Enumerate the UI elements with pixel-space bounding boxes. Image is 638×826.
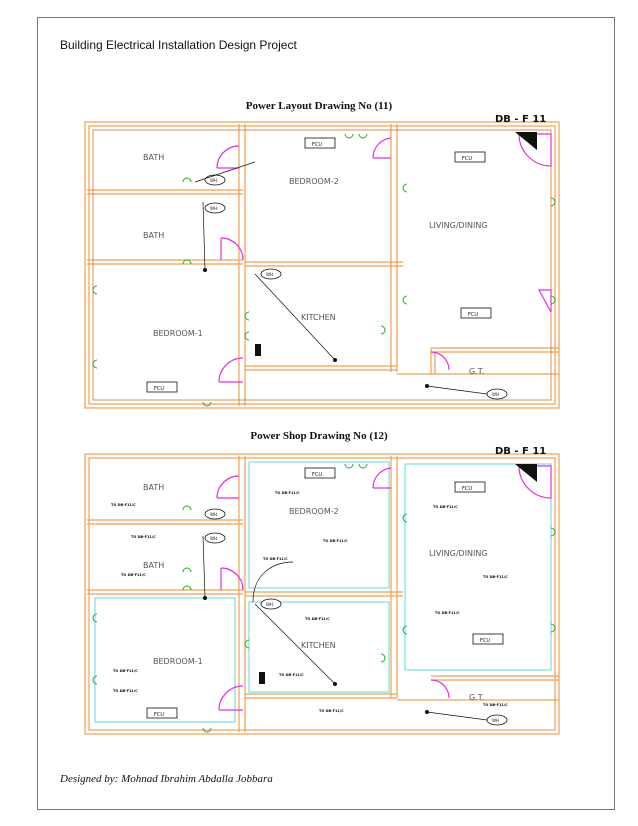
wh-label: WH — [266, 272, 273, 277]
circuit-tag: TO DB-F11/C — [113, 689, 138, 693]
circuit-tag: TO DB-F11/C — [483, 703, 508, 707]
room-kitchen: KITCHEN — [301, 641, 336, 650]
circuit-tag: TO DB-F11/C — [111, 503, 136, 507]
wh-label: WH — [210, 178, 217, 183]
wh-label: WH — [492, 718, 499, 723]
room-bath: BATH — [143, 153, 164, 162]
db-label: DB - F 11 — [495, 114, 546, 125]
circuit-tag: TO DB-F11/C — [279, 673, 304, 677]
page-header: Building Electrical Installation Design … — [60, 38, 297, 52]
fcu-label: FCU — [312, 142, 322, 148]
circuit-tag: TO DB-F11/C — [323, 539, 348, 543]
room-bath: BATH — [143, 483, 164, 492]
db-label: DB - F 11 — [495, 446, 546, 457]
power-shop-drawing: DB - F 11 BATH BATH BEDROOM-2 LIVING/DIN… — [84, 446, 560, 735]
room-kitchen: KITCHEN — [301, 313, 336, 322]
page-footer: Designed by: Mohnad Ibrahim Abdalla Jobb… — [60, 773, 273, 785]
drawing-2-caption: Power Shop Drawing No (12) — [250, 430, 388, 442]
wh-label: WH — [210, 206, 217, 211]
room-living: LIVING/DINING — [429, 549, 488, 558]
fcu-label: FCU — [462, 486, 472, 492]
drawing-1-caption: Power Layout Drawing No (11) — [245, 100, 393, 112]
circuit-tag: TO DB-F11/C — [113, 669, 138, 673]
circuit-tag: TO DB-F11/C — [263, 557, 288, 561]
circuit-tag: TO DB-F11/C — [435, 611, 460, 615]
room-gt: G.T. — [469, 693, 484, 702]
room-bedroom2: BEDROOM-2 — [289, 507, 339, 516]
room-bath: BATH — [143, 231, 164, 240]
fcu-label: FCU — [480, 638, 490, 644]
circuit-tag: TO DB-F11/C — [305, 617, 330, 621]
circuit-tag: TO DB-F11/C — [433, 505, 458, 509]
room-living: LIVING/DINING — [429, 221, 488, 230]
circuit-tag: TO DB-F11/C — [121, 573, 146, 577]
wh-label: WH — [492, 392, 499, 397]
fcu-label: FCU — [312, 472, 322, 478]
circuit-tag: TO DB-F11/C — [483, 575, 508, 579]
room-bath: BATH — [143, 561, 164, 570]
circuit-tag: TO DB-F11/C — [319, 709, 344, 713]
fcu-label: FCU — [468, 312, 478, 318]
room-bedroom2: BEDROOM-2 — [289, 177, 339, 186]
fcu-label: FCU — [462, 156, 472, 162]
fcu-label: FCU — [154, 712, 164, 718]
room-bedroom1: BEDROOM-1 — [153, 329, 203, 338]
circuit-tag: TO DB-F11/C — [275, 491, 300, 495]
room-gt: G.T. — [469, 367, 484, 376]
wh-label: WH — [210, 536, 217, 541]
room-bedroom1: BEDROOM-1 — [153, 657, 203, 666]
circuit-tag: TO DB-F11/C — [131, 535, 156, 539]
page-border — [37, 17, 615, 810]
wh-label: WH — [210, 512, 217, 517]
power-layout-drawing: DB - F 11 BATH BATH BEDROOM-2 LIVING/DIN… — [84, 114, 560, 409]
fcu-label: FCU — [154, 386, 164, 392]
wh-label: WH — [266, 602, 273, 607]
